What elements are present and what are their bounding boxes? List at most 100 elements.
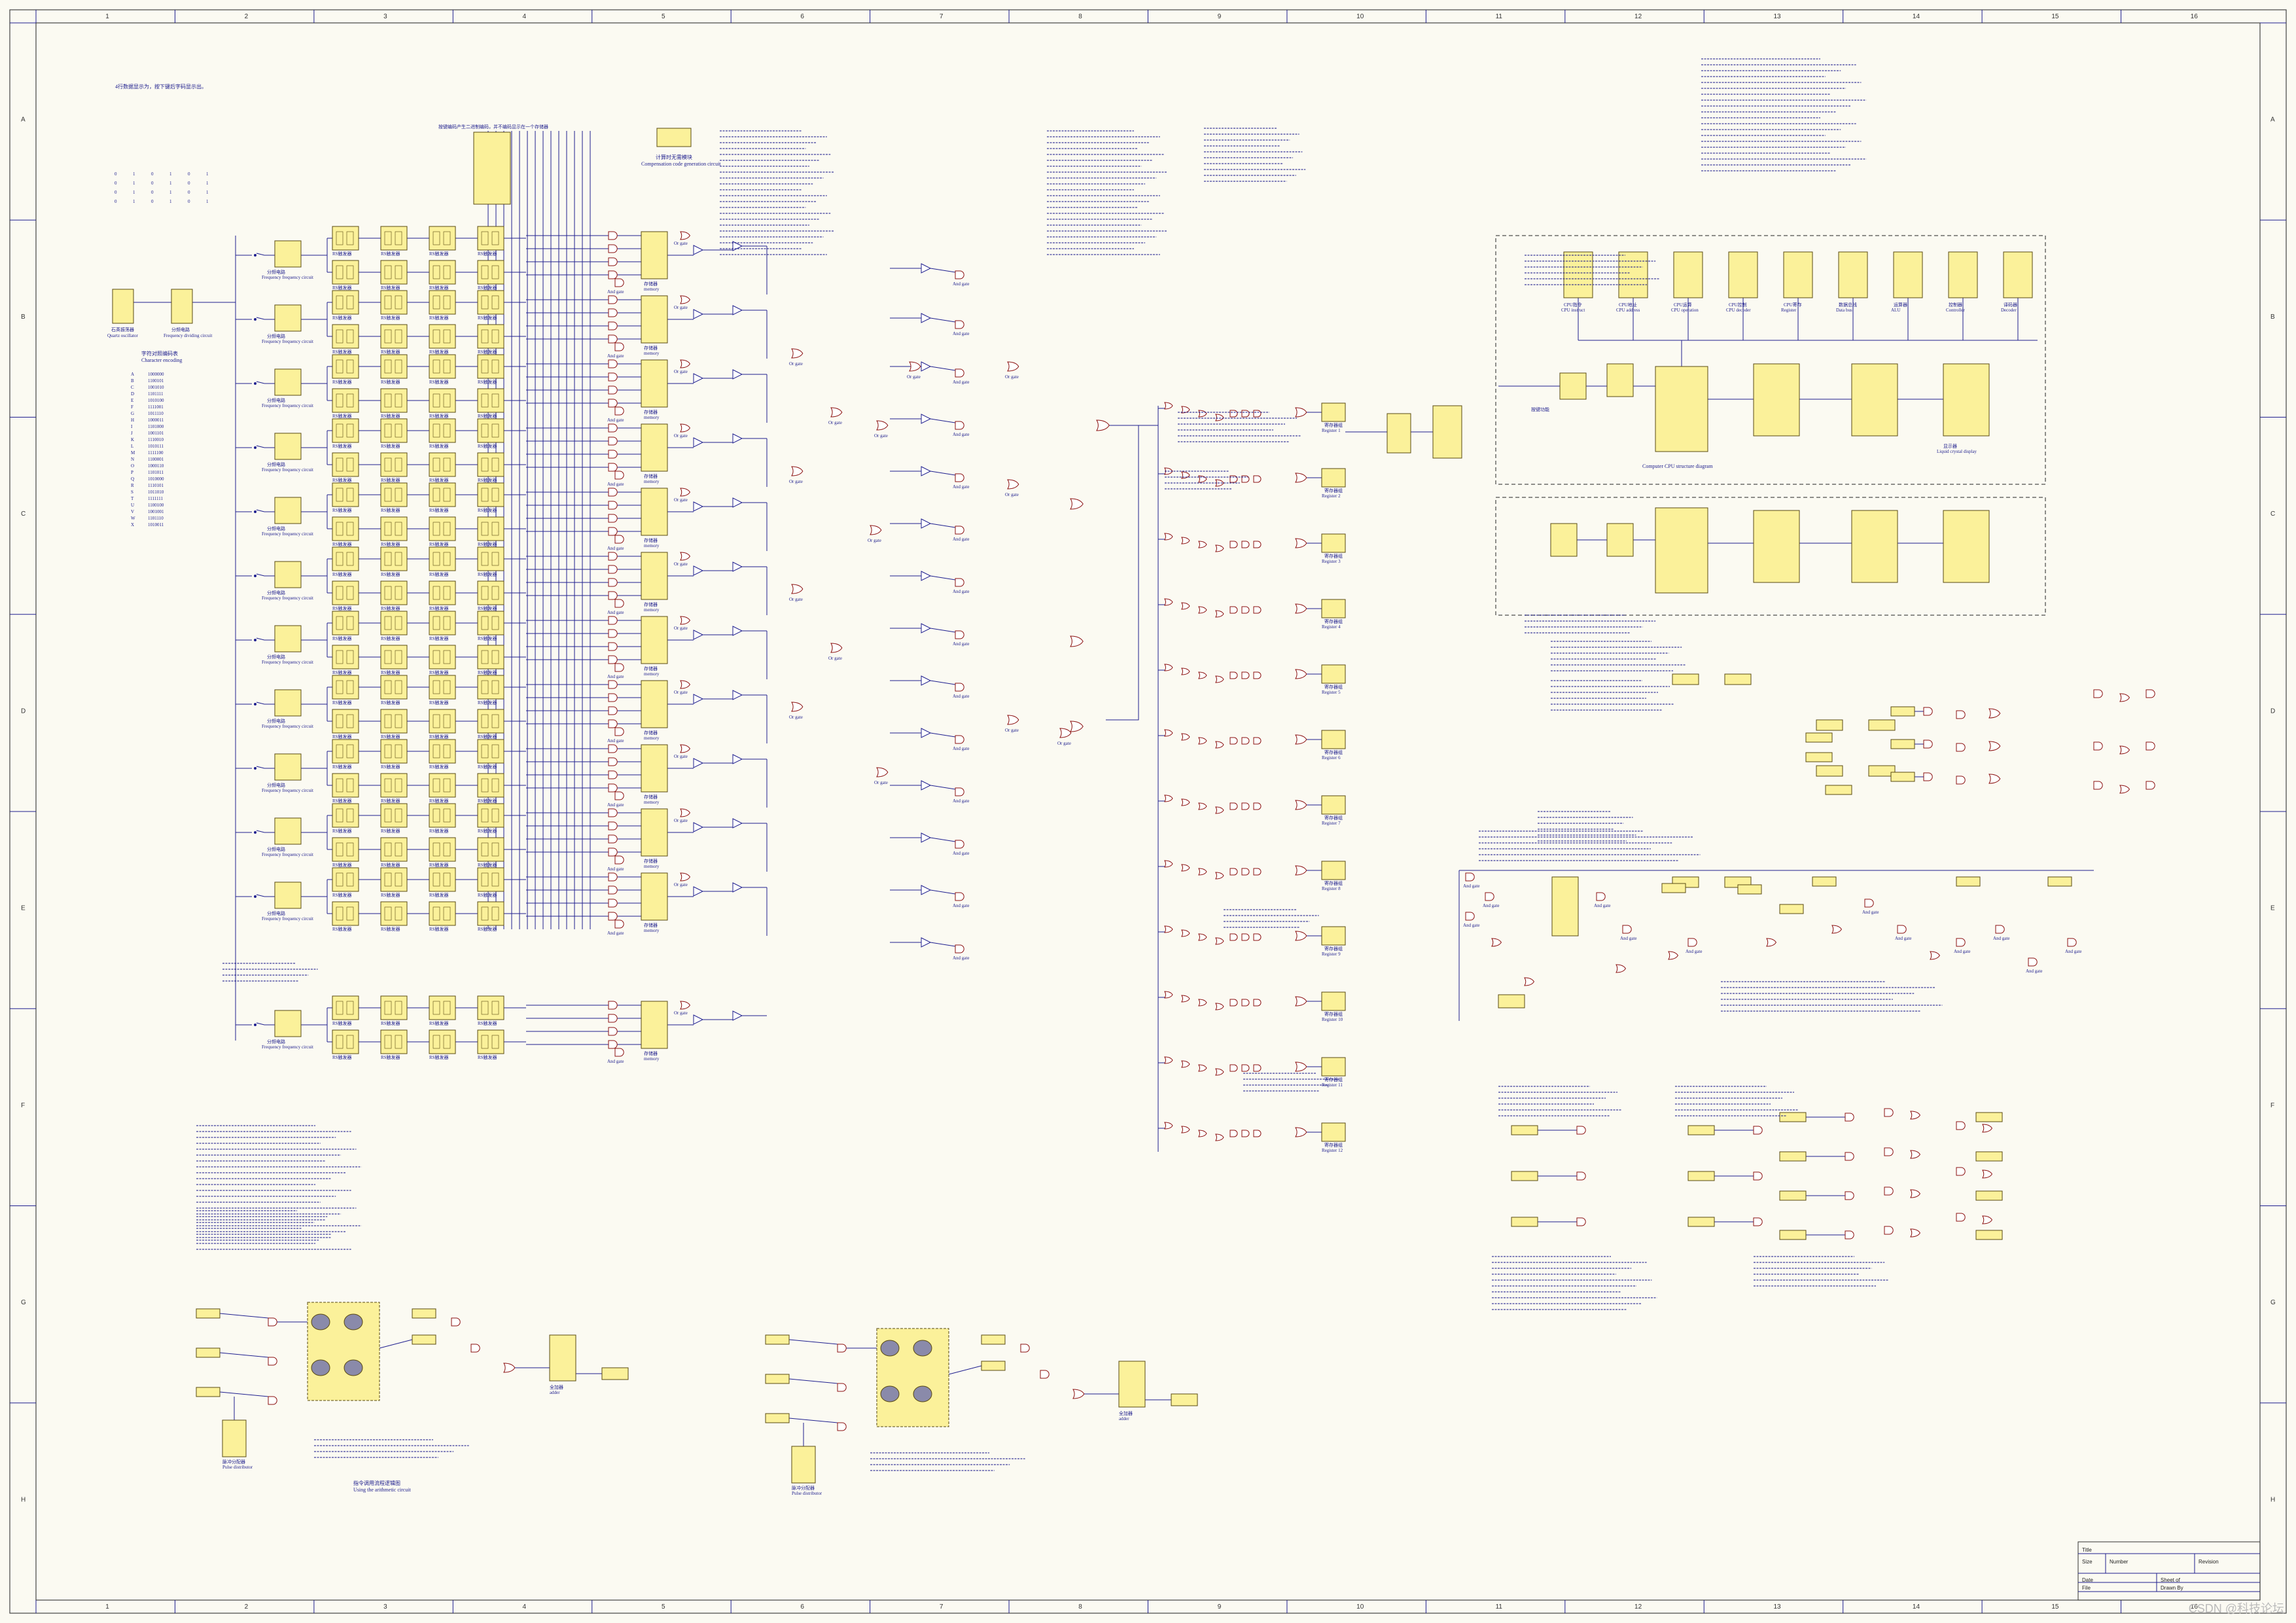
- adder-input-block: [765, 1374, 790, 1384]
- rs-trigger-label: RS触发器: [429, 507, 449, 513]
- register-input-or-gate: [1181, 602, 1190, 610]
- channel-and-gate: [608, 693, 618, 702]
- lower-right-and-gate-b: [1884, 1108, 1894, 1117]
- char-code-entry: 1111111: [148, 496, 163, 501]
- rs-trigger-block: [332, 516, 359, 541]
- rs-trigger-block: [477, 580, 504, 605]
- zone-col-label-bottom: 1: [105, 1603, 109, 1611]
- channel-memory-label: 存储器: [644, 922, 658, 928]
- channel-memory-en: memory: [644, 1056, 660, 1061]
- mode-table-cell: 1: [206, 190, 209, 195]
- rs-trigger-block: [380, 867, 408, 892]
- cpu-group-bottom: [1495, 497, 2046, 616]
- zone-col-label-bottom: 10: [1356, 1603, 1364, 1611]
- cascade-link-wire: [930, 268, 956, 273]
- rs-trigger-inner: [433, 586, 440, 600]
- rs-trigger-inner: [395, 265, 402, 279]
- register-input-and-gate: [1229, 999, 1238, 1007]
- rs-trigger-block: [429, 645, 456, 669]
- cascade-or-gate: [791, 702, 804, 712]
- register-input-or-gate: [1215, 675, 1224, 683]
- rs-trigger-inner: [443, 265, 451, 279]
- rs-trigger-inner: [481, 778, 489, 793]
- channel-frequency-block: [274, 817, 302, 845]
- channel-and-gate: [608, 719, 618, 728]
- cascade-buffer: [921, 780, 932, 791]
- cascade-link-wire: [930, 837, 956, 842]
- register-input-or-gate: [1181, 995, 1190, 1003]
- channel-and-gate-label: And gate: [607, 546, 624, 551]
- mid-or-gate: [1491, 938, 1502, 947]
- zone-row-label-right: C: [2270, 510, 2275, 518]
- rs-trigger-inner: [433, 329, 440, 344]
- rs-trigger-label: RS触发器: [381, 251, 400, 257]
- mode-table-cell: 0: [151, 199, 154, 204]
- mid-reg-block: [1661, 883, 1686, 893]
- char-code-entry: 1000011: [148, 418, 164, 423]
- cpu-top-label-en: ALU: [1891, 308, 1900, 313]
- channel-or-gate-label: Or gate: [674, 626, 688, 631]
- rs-trigger-inner: [443, 714, 451, 728]
- rs-trigger-inner: [346, 552, 354, 566]
- rs-trigger-label: RS触发器: [429, 635, 449, 641]
- rs-trigger-inner: [336, 295, 344, 310]
- rs-trigger-label: RS触发器: [332, 379, 352, 385]
- channel-and-gate: [608, 527, 618, 536]
- rs-trigger-label: RS触发器: [381, 669, 400, 675]
- lower-right-code-block: [1687, 1217, 1715, 1227]
- register-name: Register 7: [1322, 821, 1341, 826]
- cascade-link-wire: [930, 628, 956, 633]
- rs-trigger-block: [477, 995, 504, 1020]
- rs-trigger-inner: [481, 616, 489, 630]
- title-block-sheet: Sheet of: [2161, 1577, 2180, 1583]
- register-input-or-gate: [1164, 664, 1173, 671]
- register-input-or-gate: [1215, 414, 1224, 421]
- channel-memory-label: 存储器: [644, 473, 658, 479]
- cpu-top-block: [1728, 251, 1758, 298]
- char-code-entry: 1010011: [148, 522, 164, 527]
- rs-trigger-label: RS触发器: [429, 605, 449, 611]
- channel-stage2-buffer: [732, 626, 743, 636]
- compensation-label-en: Compensation code generation circuit: [641, 161, 721, 167]
- rs-trigger-label: RS触发器: [429, 669, 449, 675]
- register-block: [1321, 402, 1346, 422]
- channel-and-gate: [608, 488, 618, 497]
- char-code-entry: 1100100: [148, 503, 164, 508]
- rs-trigger-label: RS触发器: [381, 926, 400, 932]
- rs-trigger-block: [477, 546, 504, 571]
- rs-trigger-label: RS触发器: [429, 443, 449, 449]
- rs-trigger-inner: [481, 1035, 489, 1049]
- rs-trigger-block: [429, 1029, 456, 1054]
- cpu-top-label: 运算器: [1894, 302, 1907, 308]
- channel-and-gate: [608, 655, 618, 664]
- rs-trigger-block: [332, 995, 359, 1020]
- char-code-entry: 1011010: [148, 490, 164, 495]
- rs-trigger-label: RS触发器: [332, 892, 352, 898]
- rs-trigger-inner: [491, 393, 499, 408]
- rs-trigger-label: RS触发器: [381, 541, 400, 547]
- channel-frequency-label: 分频电路: [267, 1039, 285, 1044]
- channel-memory-label: 存储器: [644, 409, 658, 415]
- channel-and-gate: [608, 1001, 618, 1010]
- rs-trigger-inner: [395, 231, 402, 245]
- cascade-and-gate: [955, 944, 964, 954]
- register-input-or-gate: [1215, 544, 1224, 552]
- zone-row-label-left: A: [21, 116, 26, 124]
- rs-trigger-inner: [433, 744, 440, 758]
- rs-trigger-block: [332, 901, 359, 926]
- char-code-entry: 1110010: [148, 437, 164, 442]
- channel-frequency-en: Frequency frequency circuit: [262, 275, 313, 280]
- cascade-and-label: And gate: [953, 798, 969, 804]
- channel-and-gate-label: And gate: [607, 289, 624, 294]
- adder-selector-block: [307, 1302, 380, 1401]
- right-code-block: [1805, 732, 1833, 743]
- register-input-and-gate: [1253, 671, 1262, 679]
- rs-trigger-block: [477, 645, 504, 669]
- rs-trigger-inner: [491, 616, 499, 630]
- rs-trigger-inner: [491, 457, 499, 472]
- rs-trigger-inner: [336, 650, 344, 664]
- final-or-gate: [1070, 498, 1084, 510]
- rs-trigger-inner: [395, 906, 402, 921]
- rs-trigger-label: RS触发器: [381, 379, 400, 385]
- zone-col-label-top: 6: [800, 13, 804, 20]
